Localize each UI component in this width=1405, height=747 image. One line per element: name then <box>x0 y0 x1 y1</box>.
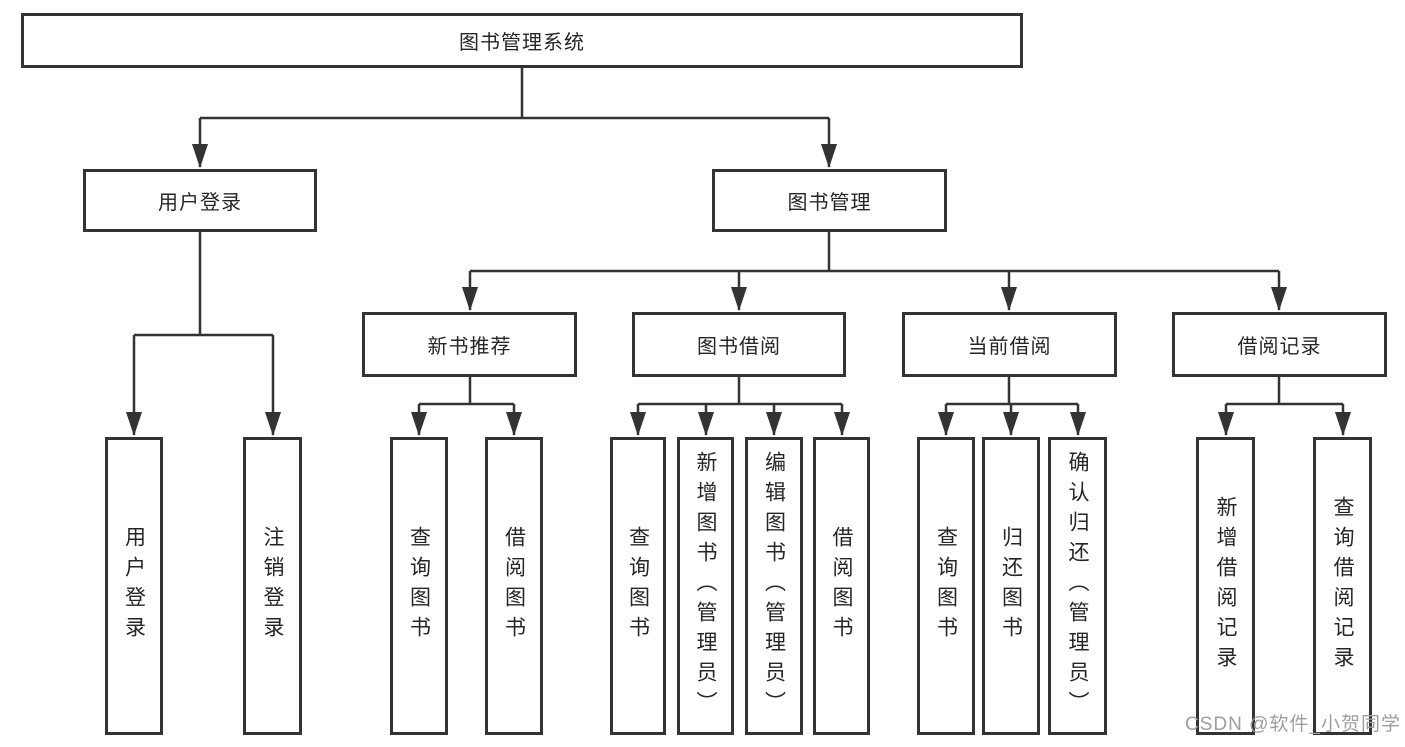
node-label: 注销登录 <box>261 526 285 646</box>
node-label: 当前借阅 <box>967 336 1052 358</box>
leaf-query-books-current: 查询图书 <box>917 437 975 735</box>
node-label: 归还图书 <box>999 526 1023 646</box>
leaf-logout: 注销登录 <box>243 437 302 735</box>
node-book-management: 图书管理 <box>712 169 947 232</box>
node-label: 新增图书（管理员） <box>694 451 718 721</box>
node-label: 查询借阅记录 <box>1331 496 1355 676</box>
node-label: 借阅图书 <box>502 526 526 646</box>
node-user-login: 用户登录 <box>83 169 317 232</box>
leaf-edit-book-admin: 编辑图书（管理员） <box>745 437 803 735</box>
leaf-add-borrow-record: 新增借阅记录 <box>1196 437 1255 735</box>
leaf-return-books: 归还图书 <box>982 437 1040 735</box>
node-label: 借阅记录 <box>1237 336 1322 358</box>
leaf-borrow-books-recommend: 借阅图书 <box>485 437 543 735</box>
leaf-query-borrow-record: 查询借阅记录 <box>1313 437 1372 735</box>
node-current-borrowing: 当前借阅 <box>902 312 1117 377</box>
leaf-borrow-books: 借阅图书 <box>813 437 870 735</box>
leaf-confirm-return-admin: 确认归还（管理员） <box>1048 437 1107 735</box>
node-label: 新增借阅记录 <box>1214 496 1238 676</box>
leaf-add-book-admin: 新增图书（管理员） <box>677 437 734 735</box>
node-label: 图书借阅 <box>697 336 781 358</box>
node-label: 确认归还（管理员） <box>1066 451 1090 721</box>
node-label: 查询图书 <box>934 526 958 646</box>
node-library-management-system: 图书管理系统 <box>21 13 1023 68</box>
leaf-query-books-borrowing: 查询图书 <box>610 437 666 735</box>
node-new-book-recommendation: 新书推荐 <box>362 312 577 377</box>
node-label: 图书管理系统 <box>459 32 585 54</box>
node-label: 查询图书 <box>407 526 431 646</box>
csdn-watermark: CSDN @软件_小贺同学 <box>1185 714 1401 735</box>
node-borrowing-records: 借阅记录 <box>1172 312 1387 377</box>
node-label: 借阅图书 <box>830 526 854 646</box>
node-label: 编辑图书（管理员） <box>762 451 786 721</box>
node-label: 新书推荐 <box>427 336 512 358</box>
leaf-query-books-recommend: 查询图书 <box>390 437 448 735</box>
leaf-user-login: 用户登录 <box>105 437 163 735</box>
node-label: 用户登录 <box>122 526 146 646</box>
node-book-borrowing: 图书借阅 <box>632 312 846 377</box>
node-label: 图书管理 <box>787 192 872 214</box>
node-label: 用户登录 <box>158 192 242 214</box>
node-label: 查询图书 <box>626 526 650 646</box>
